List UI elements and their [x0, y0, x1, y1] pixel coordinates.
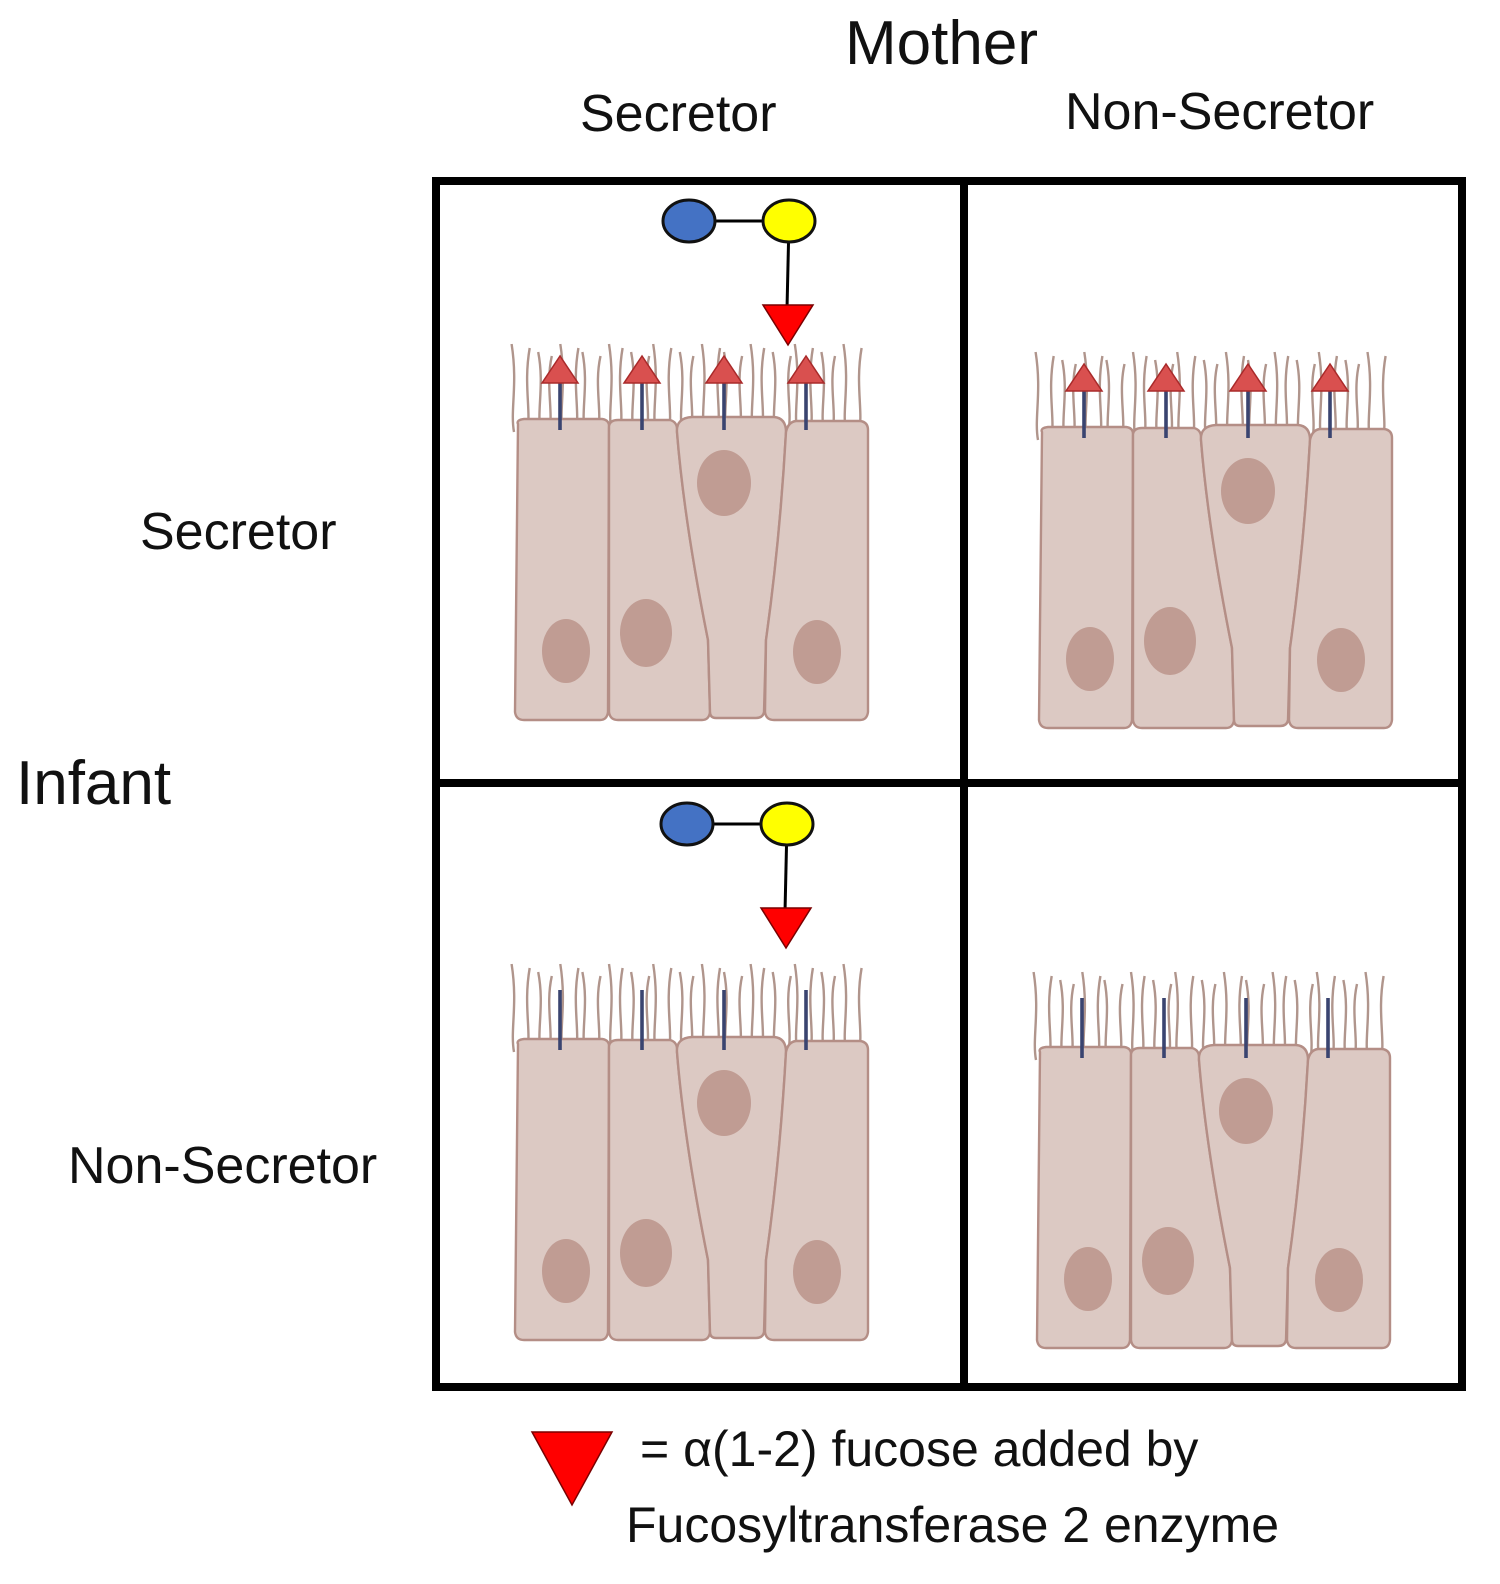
microvillus	[857, 347, 863, 433]
microvillus	[787, 975, 792, 1053]
microvillus	[1379, 975, 1385, 1061]
microvillus	[1331, 975, 1337, 1061]
microvillus	[787, 355, 792, 433]
cell-nucleus	[697, 1070, 751, 1136]
nuclei-group	[1064, 1078, 1363, 1312]
surface-fucose-triangle-icon	[1064, 362, 1104, 392]
galactose-circle-icon	[761, 198, 817, 244]
microvillus	[1311, 363, 1316, 441]
surface-fucose-triangle-icon	[622, 354, 662, 384]
infant-heading: Infant	[16, 749, 172, 818]
panel-2	[1034, 351, 1394, 730]
surface-fucose-triangle-icon	[786, 354, 826, 384]
panel-1	[510, 198, 870, 722]
nuclei-group	[542, 450, 841, 684]
cell-nucleus	[542, 1239, 590, 1303]
microvillus	[1129, 971, 1135, 1061]
microvillus	[1333, 355, 1339, 441]
surface-glycans-group	[1080, 998, 1330, 1058]
legend-text-line2: Fucosyltransferase 2 enzyme	[626, 1497, 1280, 1553]
surface-fucose-triangle-icon	[704, 354, 744, 384]
surface-fucose-triangle-icon	[1228, 362, 1268, 392]
cell-nucleus	[1142, 1227, 1194, 1295]
nuclei-group	[542, 1070, 841, 1304]
panel-3	[510, 801, 870, 1342]
cell-nucleus	[1219, 1078, 1273, 1144]
milk-oligosaccharide-glycan	[659, 801, 815, 950]
microvillus	[1364, 971, 1370, 1061]
surface-glycans-group	[1064, 362, 1350, 438]
microvillus	[809, 967, 815, 1053]
surface-fucose-triangle-icon	[1310, 362, 1350, 392]
cell-nucleus	[620, 1219, 672, 1287]
microvillus	[1381, 355, 1387, 441]
cell-nucleus	[1221, 458, 1275, 524]
microvillus	[842, 343, 848, 433]
microvillus	[1131, 351, 1137, 441]
surface-glycans-group	[540, 354, 826, 430]
microvillus	[510, 963, 516, 1053]
cell-nucleus	[542, 619, 590, 683]
cell-nucleus	[1066, 627, 1114, 691]
microvillus	[1317, 351, 1323, 441]
legend-fucose-triangle-icon	[530, 1431, 614, 1507]
fucose-triangle-icon	[761, 304, 815, 347]
cell-nucleus	[697, 450, 751, 516]
row-label-non-secretor: Non-Secretor	[68, 1137, 378, 1195]
surface-fucose-triangle-icon	[1146, 362, 1186, 392]
panels-layer	[510, 198, 1394, 1350]
microvillus	[1034, 351, 1040, 441]
microvillus	[793, 963, 799, 1053]
cell-nucleus	[1144, 607, 1196, 675]
milk-oligosaccharide-glycan	[661, 198, 817, 347]
microvillus	[1315, 971, 1321, 1061]
microvillus	[1032, 971, 1038, 1061]
cell-nucleus	[1317, 628, 1365, 692]
column-label-secretor: Secretor	[580, 85, 777, 143]
microvilli-group	[510, 343, 863, 433]
row-label-secretor: Secretor	[140, 503, 337, 561]
surface-fucose-triangle-icon	[540, 354, 580, 384]
microvillus	[1309, 983, 1314, 1061]
panel-4	[1032, 971, 1392, 1350]
cell-nucleus	[1064, 1247, 1112, 1311]
fucose-triangle-icon	[759, 907, 813, 950]
microvillus	[857, 967, 863, 1053]
legend-text-line1: = α(1-2) fucose added by	[640, 1421, 1199, 1477]
microvillus	[510, 343, 516, 433]
cell-nucleus	[1315, 1248, 1363, 1312]
surface-glycans-group	[558, 990, 808, 1050]
microvillus	[607, 343, 613, 433]
microvillus	[842, 963, 848, 1053]
glucose-circle-icon	[659, 801, 715, 847]
microvillus	[809, 347, 815, 433]
microvillus	[1366, 351, 1372, 441]
cell-nucleus	[793, 620, 841, 684]
glucose-circle-icon	[661, 198, 717, 244]
microvillus	[793, 343, 799, 433]
galactose-circle-icon	[759, 801, 815, 847]
cell-nucleus	[620, 599, 672, 667]
column-label-non-secretor: Non-Secretor	[1065, 83, 1375, 141]
mother-heading: Mother	[845, 9, 1038, 78]
grid-frame	[432, 177, 1466, 1391]
microvillus	[607, 963, 613, 1053]
cell-nucleus	[793, 1240, 841, 1304]
nuclei-group	[1066, 458, 1365, 692]
